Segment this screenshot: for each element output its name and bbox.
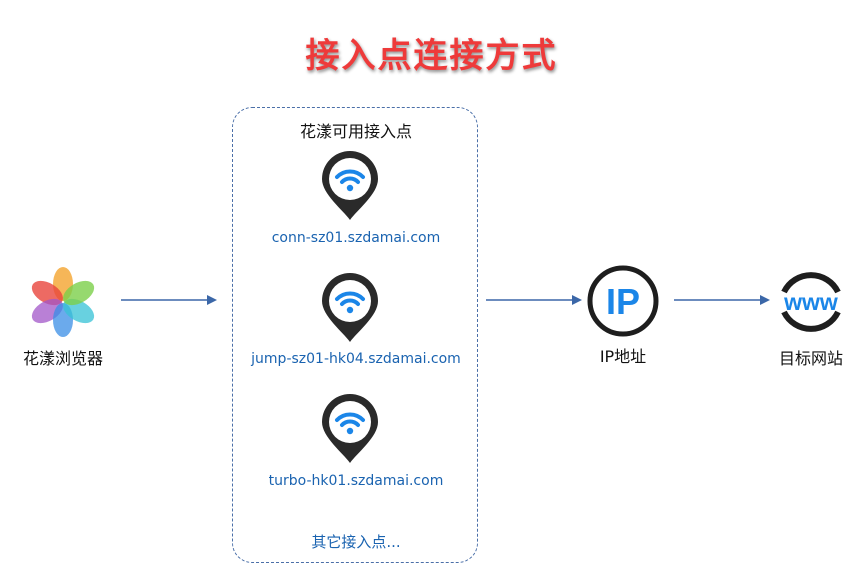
ip-icon-text: IP — [606, 281, 640, 322]
target-site-label: 目标网站 — [778, 349, 843, 368]
wifi-pin-icon — [322, 394, 378, 463]
browser-label: 花漾浏览器 — [22, 349, 103, 368]
flower-logo-icon — [31, 267, 95, 337]
arrow-right-icon — [674, 295, 770, 305]
access-point-link[interactable]: conn-sz01.szdamai.com — [271, 230, 441, 246]
access-point-link[interactable]: jump-sz01-hk04.szdamai.com — [251, 351, 461, 367]
wifi-pin-icon — [322, 273, 378, 342]
access-point-link[interactable]: turbo-hk01.szdamai.com — [268, 473, 444, 489]
www-globe-icon: www — [781, 272, 841, 332]
more-access-points-link[interactable]: 其它接入点... — [311, 533, 401, 551]
access-points-title: 花漾可用接入点 — [299, 122, 412, 141]
arrow-right-icon — [486, 295, 582, 305]
arrow-right-icon — [121, 295, 217, 305]
ip-label: IP地址 — [599, 347, 647, 366]
wifi-pin-icon — [322, 151, 378, 220]
www-icon-text: www — [783, 289, 838, 315]
ip-icon: IP — [587, 265, 659, 337]
diagram-title: 接入点连接方式 — [305, 36, 558, 76]
access-points-group: 花漾可用接入点 conn-sz01.szdamai.com jump-sz01-… — [232, 107, 478, 563]
